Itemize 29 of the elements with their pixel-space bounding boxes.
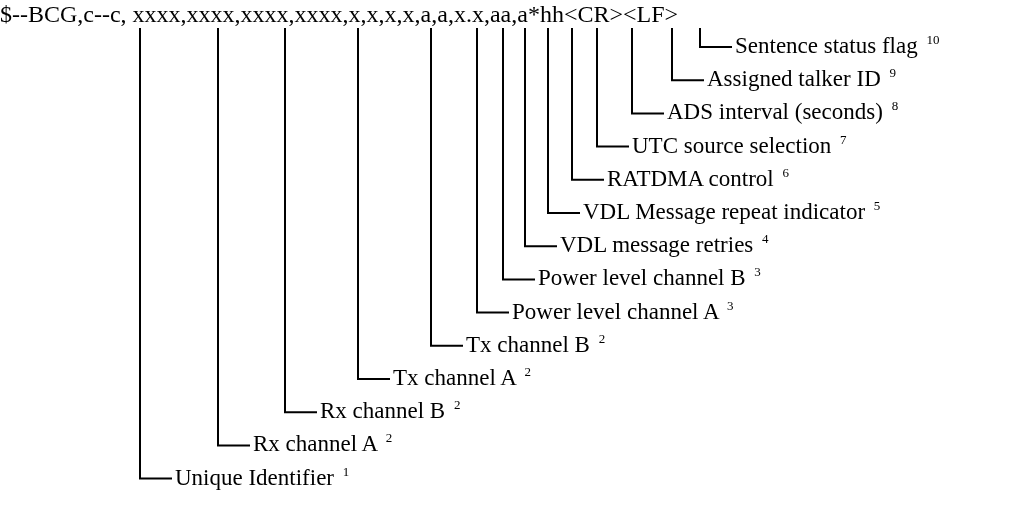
field-label: VDL Message repeat indicator $^{5}$ <box>583 199 881 225</box>
leader-line <box>524 27 558 248</box>
field-label: ADS interval (seconds) $^{8}$ <box>667 99 899 126</box>
leader-line <box>357 27 391 380</box>
field-label: Tx channel A $^{2}$ <box>393 365 531 391</box>
leader-line <box>699 27 733 48</box>
field-label: Assigned talker ID $^{9}$ <box>707 66 896 93</box>
field-label: RATDMA control $^{6}$ <box>607 165 789 192</box>
field-label: Tx channel B $^{2}$ <box>466 331 606 358</box>
leader-line <box>502 27 536 281</box>
field-label: Unique Identifier $^{1}$ <box>175 464 350 491</box>
field-label: UTC source selection $^{7}$ <box>632 132 847 159</box>
field-label: Power level channel A $^{3}$ <box>512 298 734 325</box>
leader-line <box>430 27 464 347</box>
sentence-format-text: $--BCG,c--c, xxxx,xxxx,xxxx,xxxx,x,x,x,x,a,a,x.x,aa,a*hh<CR><LF> <box>0 0 679 28</box>
field-label: Rx channel A $^{2}$ <box>253 431 393 458</box>
leader-line <box>217 27 251 447</box>
leader-line <box>631 27 665 115</box>
field-label: Rx channel B $^{2}$ <box>320 398 461 425</box>
field-label: VDL message retries $^{4}$ <box>560 232 769 259</box>
leader-line <box>139 27 173 480</box>
leader-line <box>476 27 510 314</box>
leader-line <box>571 27 605 181</box>
leader-line <box>547 27 581 214</box>
leader-line <box>596 27 630 148</box>
leader-line <box>671 27 705 82</box>
field-label: Sentence status flag $^{10}$ <box>735 33 940 59</box>
field-label: Power level channel B $^{3}$ <box>538 265 761 292</box>
leader-line <box>284 27 318 414</box>
